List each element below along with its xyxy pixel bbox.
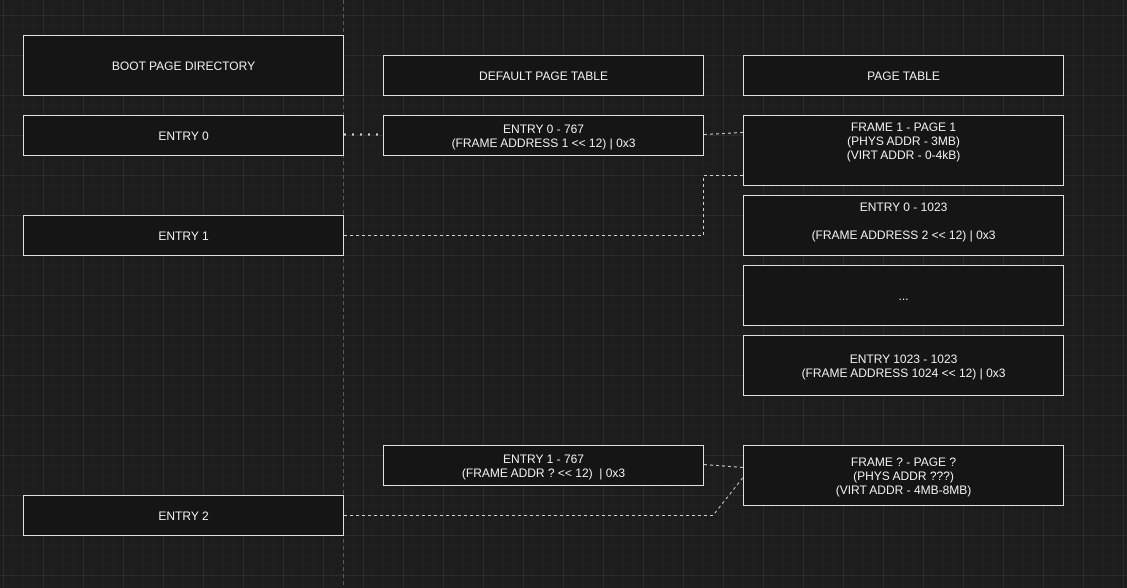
page-directory-entry-2[interactable]: ENTRY 2 <box>23 495 344 536</box>
page-directory-entry-0[interactable]: ENTRY 0 <box>23 115 344 156</box>
phys-addr-label: (PHYS ADDR ???) <box>853 468 954 483</box>
entry-range-label: ENTRY 0 - 1023 <box>859 200 948 214</box>
entry-value-label: (FRAME ADDRESS 2 << 12) | 0x3 <box>811 228 996 242</box>
default-page-table-entry-1[interactable]: ENTRY 1 - 767 (FRAME ADDR ? << 12) | 0x3 <box>383 445 704 486</box>
page-directory-entry-label: ENTRY 0 <box>158 128 209 143</box>
page-table-frame-1[interactable]: FRAME 1 - PAGE 1 (PHYS ADDR - 3MB) (VIRT… <box>743 115 1064 186</box>
connector-dpt-entry0-to-frame1 <box>703 132 744 135</box>
frame-label: FRAME ? - PAGE ? <box>850 454 957 469</box>
default-page-table-title: DEFAULT PAGE TABLE <box>479 68 608 83</box>
page-table-header[interactable]: PAGE TABLE <box>743 55 1064 96</box>
page-table-entry-1023[interactable]: ENTRY 1023 - 1023 (FRAME ADDRESS 1024 <<… <box>743 335 1064 396</box>
frame-label: FRAME 1 - PAGE 1 <box>850 120 957 134</box>
phys-addr-label: (PHYS ADDR - 3MB) <box>847 134 960 148</box>
entry-range-label: ENTRY 0 - 767 <box>503 121 584 136</box>
page-directory-entry-label: ENTRY 2 <box>158 508 209 523</box>
connector-pd-entry1-to-frame1 <box>344 175 743 236</box>
page-table-frame-unknown[interactable]: FRAME ? - PAGE ? (PHYS ADDR ???) (VIRT A… <box>743 445 1064 506</box>
page-table-entry-0[interactable]: ENTRY 0 - 1023 (FRAME ADDRESS 2 << 12) |… <box>743 195 1064 256</box>
virt-addr-label: (VIRT ADDR - 4MB-8MB) <box>835 482 972 497</box>
default-page-table-header[interactable]: DEFAULT PAGE TABLE <box>383 55 704 96</box>
entry-range-label: ENTRY 1023 - 1023 <box>849 351 958 366</box>
default-page-table-entry-0[interactable]: ENTRY 0 - 767 (FRAME ADDRESS 1 << 12) | … <box>383 115 704 156</box>
page-table-title: PAGE TABLE <box>867 68 940 83</box>
entry-value-label: (FRAME ADDRESS 1 << 12) | 0x3 <box>451 135 636 150</box>
boot-page-directory-title: BOOT PAGE DIRECTORY <box>111 58 256 73</box>
page-directory-entry-label: ENTRY 1 <box>158 228 209 243</box>
connector-dpt-entry1-to-frame-unknown <box>703 464 744 468</box>
virt-addr-label: (VIRT ADDR - 0-4kB) <box>846 148 961 162</box>
entry-value-label: (FRAME ADDRESS 1024 << 12) | 0x3 <box>801 365 1006 380</box>
page-table-ellipsis[interactable]: ... <box>743 265 1064 326</box>
entry-value-label: (FRAME ADDR ? << 12) | 0x3 <box>461 465 626 480</box>
entry-range-label: ENTRY 1 - 767 <box>503 451 584 466</box>
connector-pd-entry2-to-frame-unknown <box>344 477 744 516</box>
boot-page-directory-header[interactable]: BOOT PAGE DIRECTORY <box>23 35 344 96</box>
page-directory-entry-1[interactable]: ENTRY 1 <box>23 215 344 256</box>
ellipsis-label: ... <box>898 288 909 303</box>
